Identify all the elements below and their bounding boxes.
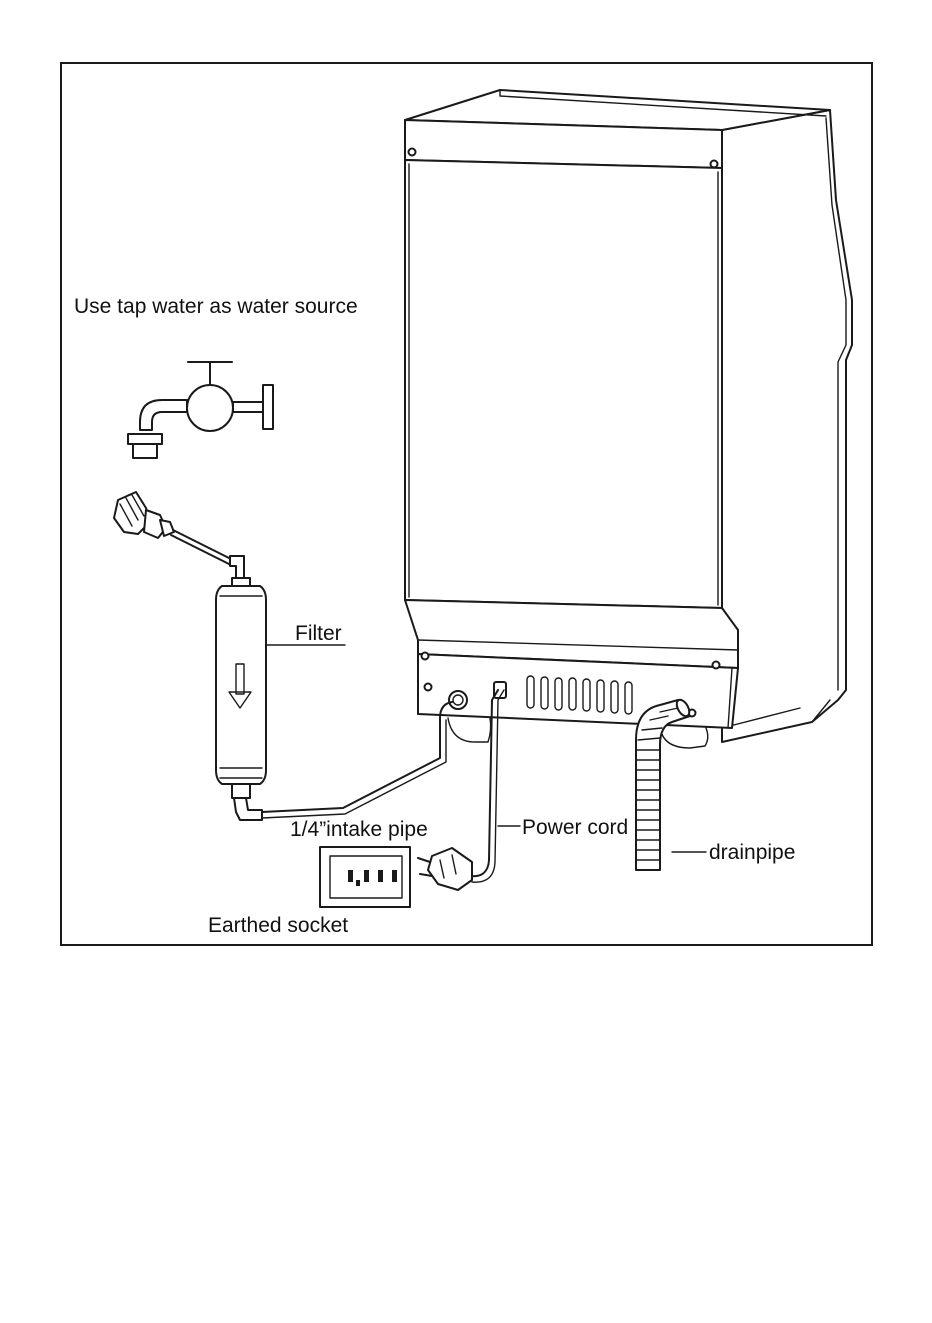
power-cord-label: Power cord: [522, 816, 628, 839]
filter-label: Filter: [295, 622, 342, 645]
intake-pipe-label: 1/4”intake pipe: [290, 818, 428, 841]
drainpipe-label: drainpipe: [709, 841, 795, 864]
socket-icon: [320, 847, 410, 907]
ice-maker-unit: [405, 90, 852, 748]
intake-pipe: [262, 702, 452, 812]
plug-icon: [418, 848, 472, 890]
filter-assembly: [114, 492, 266, 820]
power-cord: [458, 690, 498, 876]
water-source-label: Use tap water as water source: [74, 295, 358, 318]
earthed-socket-label: Earthed socket: [208, 914, 348, 937]
tap-icon: [128, 362, 273, 458]
